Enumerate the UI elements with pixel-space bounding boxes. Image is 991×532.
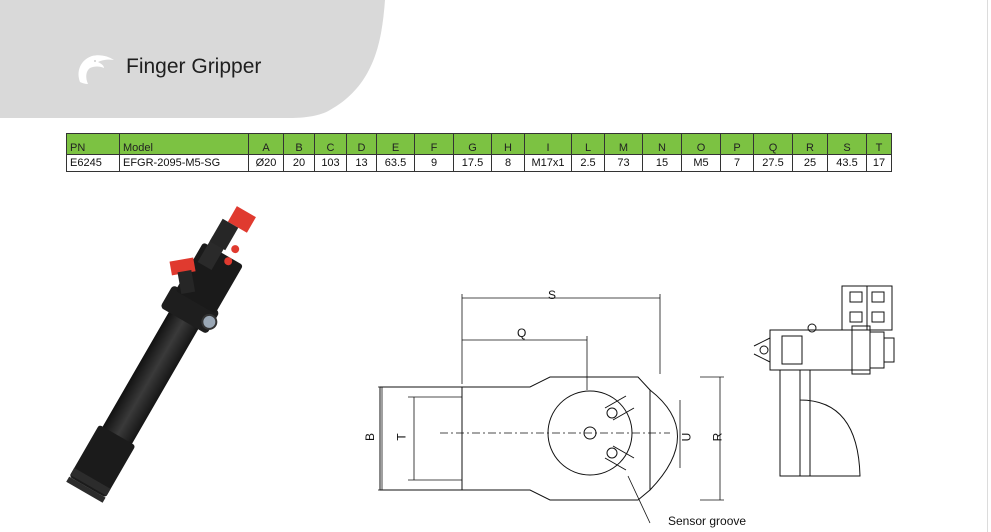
header-cell-s: S [827, 133, 867, 155]
header-cell-model: Model [119, 133, 249, 155]
header-cell-pn: PN [66, 133, 120, 155]
header-band [0, 0, 385, 118]
side-view-drawing [753, 285, 895, 477]
cell-e: 63.5 [376, 154, 415, 172]
header-cell-c: C [314, 133, 347, 155]
header-cell-n: N [642, 133, 682, 155]
technical-drawing [378, 294, 724, 524]
header-cell-d: D [346, 133, 377, 155]
cell-c: 103 [314, 154, 347, 172]
spec-table: PN Model A B C D E F G H I L M N O P Q R… [66, 133, 892, 172]
sensor-groove-label: Sensor groove [668, 514, 747, 528]
dim-label-b: B [363, 432, 378, 442]
header-cell-g: G [453, 133, 492, 155]
header-cell-m: M [604, 133, 643, 155]
dim-label-t: T [394, 433, 409, 441]
cell-d: 13 [346, 154, 377, 172]
spec-table-header-row: PN Model A B C D E F G H I L M N O P Q R… [66, 133, 892, 155]
page-edge-divider [987, 0, 988, 532]
dim-label-r: R [710, 432, 725, 442]
table-row: E6245 EFGR-2095-M5-SG Ø20 20 103 13 63.5… [66, 154, 892, 172]
dim-label-u: U [679, 432, 694, 442]
header-cell-l: L [571, 133, 605, 155]
header-cell-f: F [414, 133, 454, 155]
cell-model: EFGR-2095-M5-SG [119, 154, 249, 172]
gripper-photo [66, 206, 256, 503]
header-cell-p: P [720, 133, 754, 155]
header-cell-i: I [524, 133, 572, 155]
cell-g: 17.5 [453, 154, 492, 172]
page-title: Finger Gripper [126, 55, 262, 78]
header-cell-a: A [248, 133, 284, 155]
cell-q: 27.5 [753, 154, 793, 172]
dim-label-q: Q [517, 326, 527, 340]
cell-b: 20 [283, 154, 315, 172]
cell-s: 43.5 [827, 154, 867, 172]
header-cell-o: O [681, 133, 721, 155]
cell-t: 17 [866, 154, 892, 172]
cell-n: 15 [642, 154, 682, 172]
cell-o: M5 [681, 154, 721, 172]
header-cell-e: E [376, 133, 415, 155]
cell-r: 25 [792, 154, 828, 172]
dim-label-s: S [548, 288, 557, 302]
cell-f: 9 [414, 154, 454, 172]
header-cell-t: T [866, 133, 892, 155]
header-cell-r: R [792, 133, 828, 155]
cell-p: 7 [720, 154, 754, 172]
header-cell-b: B [283, 133, 315, 155]
header-cell-h: H [491, 133, 525, 155]
dolphin-logo-icon [78, 55, 114, 84]
cell-a: Ø20 [248, 154, 284, 172]
cell-m: 73 [604, 154, 643, 172]
header-cell-q: Q [753, 133, 793, 155]
cell-l: 2.5 [571, 154, 605, 172]
cell-i: M17x1 [524, 154, 572, 172]
cell-pn: E6245 [66, 154, 120, 172]
cell-h: 8 [491, 154, 525, 172]
